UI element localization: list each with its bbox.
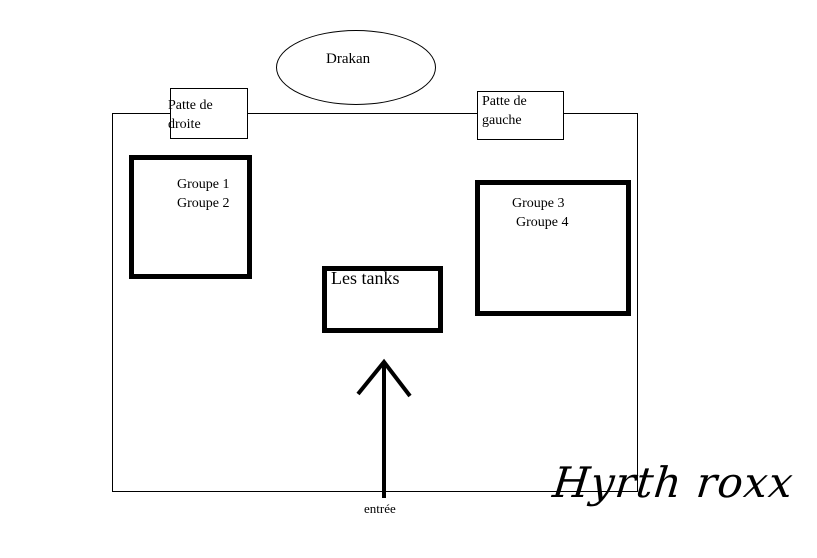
boss-label: Drakan: [326, 51, 371, 67]
right-paw-label: Patte de droite: [168, 98, 213, 132]
tanks-box: [322, 266, 443, 333]
entry-arrow-icon: [356, 358, 412, 498]
entry-label: entrée: [364, 501, 396, 516]
group-1-label: Groupe 1: [177, 177, 230, 192]
boss-ellipse: [276, 30, 436, 105]
group-3-label: Groupe 3: [512, 196, 565, 211]
raid-room-outline: [112, 113, 638, 492]
groups-left-box: [129, 155, 252, 279]
tanks-label: Les tanks: [331, 268, 400, 288]
arrow-head: [356, 358, 412, 398]
group-2-label: Groupe 2: [177, 196, 230, 211]
right-paw-box: [170, 88, 248, 139]
signature-text: Hyrth roxx: [550, 458, 797, 507]
groups-right-box: [475, 180, 631, 316]
left-paw-label: Patte de gauche: [482, 94, 527, 128]
left-paw-box: [477, 91, 564, 140]
group-4-label: Groupe 4: [516, 215, 569, 230]
